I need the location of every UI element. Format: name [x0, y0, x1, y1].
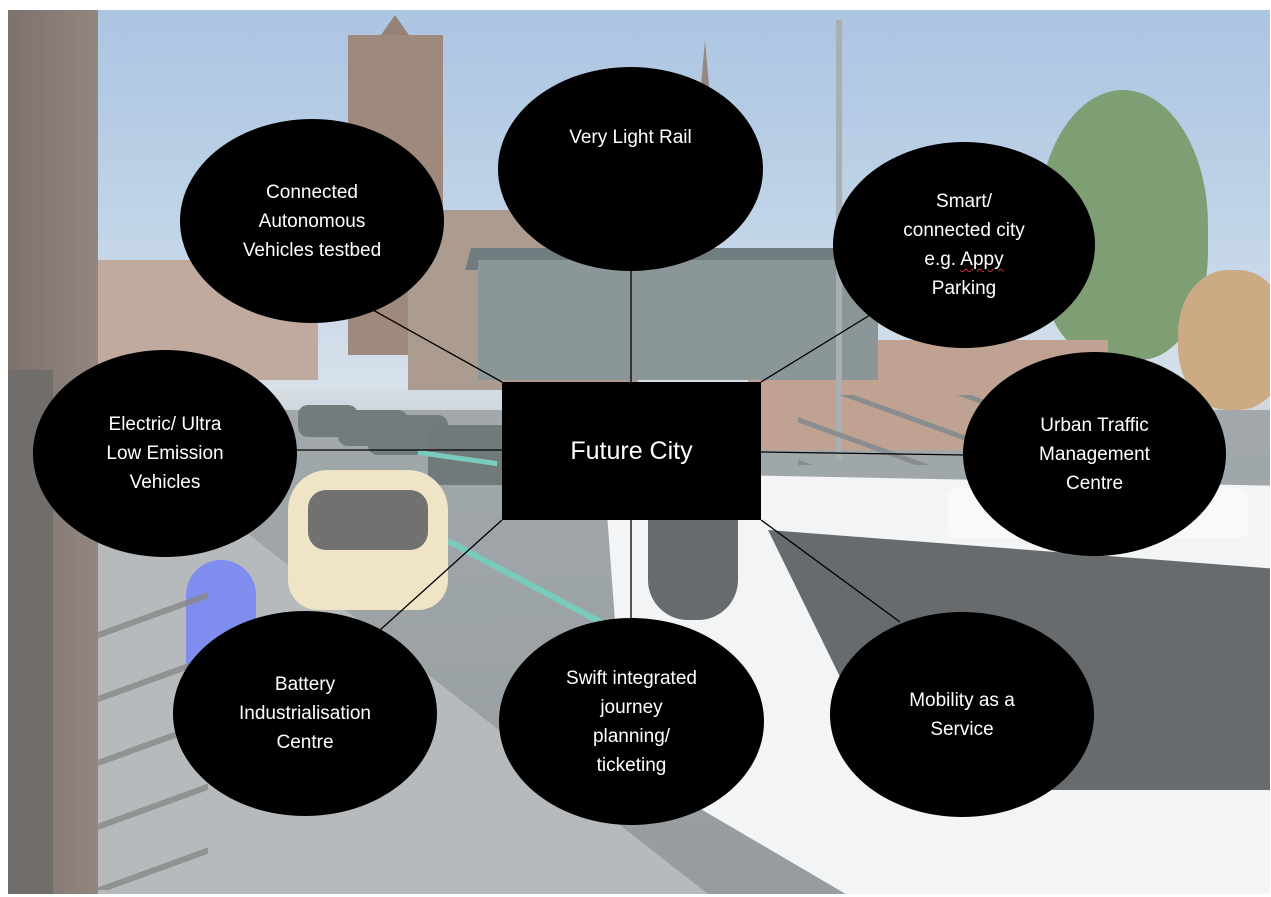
hub-label: Future City [570, 436, 693, 465]
hub-future-city: Future City [502, 382, 761, 520]
node-label: Electric/ Ultra Low Emission Vehicles [106, 414, 224, 493]
connector-battery [379, 519, 503, 631]
spellcheck-flagged-word: Appy [960, 249, 1004, 270]
node-label: Urban Traffic Management Centre [1039, 414, 1150, 494]
node-smart-connected-city: Smart/ connected city e.g. Appy Parking [833, 142, 1095, 348]
node-mobility-as-a-service: Mobility as a Service [830, 612, 1094, 817]
node-label: Swift integrated journey planning/ ticke… [566, 667, 697, 776]
node-swift-journey-planning: Swift integrated journey planning/ ticke… [499, 618, 764, 825]
node-label: Connected Autonomous Vehicles testbed [242, 181, 382, 261]
node-label: Smart/ connected city e.g. Appy Parking [903, 187, 1024, 303]
node-label-suffix: Parking [931, 278, 997, 299]
connector-cav [372, 309, 503, 383]
node-label: Very Light Rail [569, 126, 692, 148]
node-label-prefix: Smart/ connected city e.g. [903, 191, 1025, 270]
connector-maas [760, 519, 901, 623]
node-very-light-rail: Very Light Rail [498, 67, 763, 271]
node-label: Mobility as a Service [909, 689, 1015, 740]
connector-smart [760, 314, 871, 383]
node-electric-ultra-low-emission: Electric/ Ultra Low Emission Vehicles [33, 350, 297, 557]
node-urban-traffic-management: Urban Traffic Management Centre [963, 352, 1226, 556]
node-battery-industrialisation: Battery Industrialisation Centre [173, 611, 437, 816]
connector-utmc [760, 451, 966, 456]
node-label: Battery Industrialisation Centre [238, 674, 372, 753]
node-connected-autonomous-vehicles: Connected Autonomous Vehicles testbed [180, 119, 444, 323]
